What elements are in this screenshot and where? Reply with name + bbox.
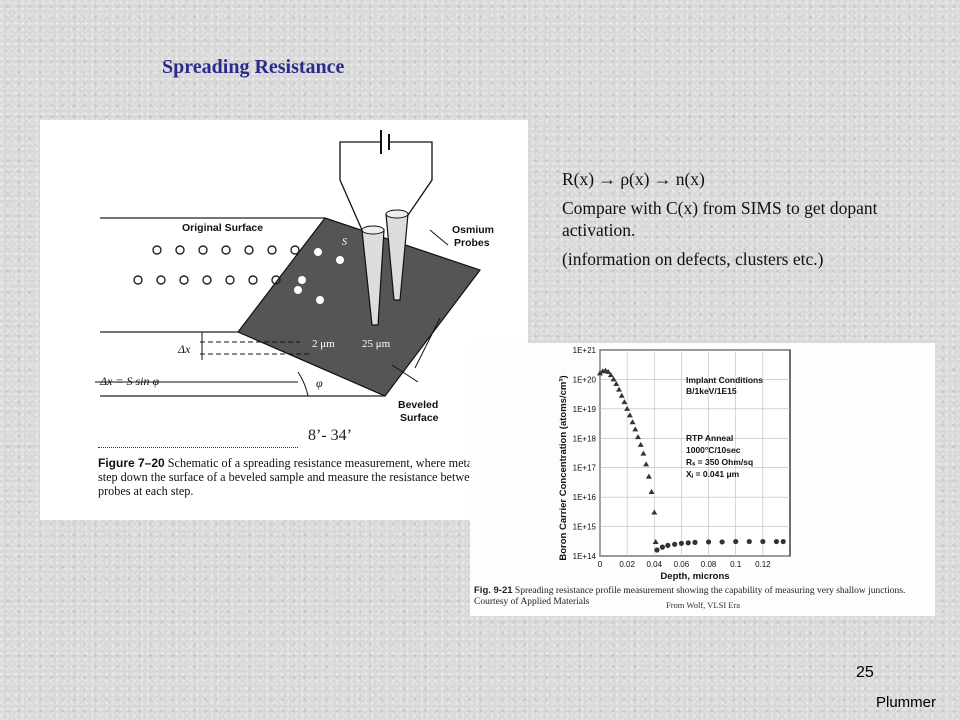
y-tick-labels: 1E+21 1E+20 1E+19 1E+18 1E+17 1E+16 1E+15 1E+14: [573, 346, 597, 561]
grid-lines: [599, 349, 790, 557]
data-point: [651, 509, 658, 515]
label-2um: 2 μm: [312, 338, 335, 350]
author-name: Plummer: [876, 694, 937, 711]
x-tick-label: 0.06: [674, 560, 690, 569]
data-point: [672, 541, 678, 547]
y-axis-label: Boron Carrier Concentration (atoms/cm³): [558, 375, 569, 560]
y-tick-label: 1E+19: [573, 405, 597, 414]
y-tick-label: 1E+18: [573, 434, 597, 443]
data-point: [659, 544, 666, 550]
x-tick-label: 0.12: [755, 560, 771, 569]
figure-label: Figure 7–20: [98, 456, 165, 470]
chart-caption: Fig. 9-21 Spreading resistance profile m…: [474, 585, 934, 608]
data-point: [643, 461, 650, 467]
label-delta-x-formula: Δx = S sin φ: [100, 374, 160, 388]
spreading-resistance-profile-figure: 1E+21 1E+20 1E+19 1E+18 1E+17 1E+16 1E+15 1E+14…: [470, 343, 935, 616]
x-tick-label: 0.08: [701, 560, 717, 569]
x-tick-label: 0.04: [646, 560, 662, 569]
data-point: [621, 399, 628, 405]
label-surface: Surface: [400, 412, 439, 424]
data-point: [618, 392, 625, 398]
chart-annotation: 1000°C/10sec: [686, 445, 741, 455]
data-point: [624, 405, 631, 411]
source-credit: From Wolf, VLSI Era: [666, 600, 741, 610]
data-point: [652, 538, 659, 544]
y-tick-label: 1E+16: [573, 493, 597, 502]
y-tick-label: 1E+20: [573, 375, 597, 384]
data-point: [705, 539, 712, 545]
bullet-defects: (information on defects, clusters etc.): [562, 249, 824, 269]
label-beveled: Beveled: [398, 399, 439, 411]
label-25um: 25 μm: [362, 338, 391, 350]
data-point: [635, 434, 641, 440]
x-tick-label: 0.1: [730, 560, 742, 569]
data-points: [597, 367, 786, 553]
x-tick-labels: 0 0.02 0.04 0.06 0.08 0.1 0.12: [598, 560, 771, 569]
bullet-compare-sims: Compare with C(x) from SIMS to get dopan…: [562, 198, 878, 240]
spreading-resistance-schematic: Original Surface Osmium Probes Beveled S…: [40, 120, 528, 520]
bullet-list: R(x) → ρ(x) → n(x) Compare with C(x) fro…: [562, 168, 902, 277]
data-point: [632, 426, 639, 432]
data-point: [773, 538, 780, 545]
figure-caption: Figure 7–20 Schematic of a spreading res…: [98, 456, 522, 498]
data-point: [746, 538, 752, 545]
data-point: [733, 538, 739, 545]
y-tick-label: 1E+21: [573, 346, 597, 355]
chart-figure-label: Fig. 9-21: [474, 585, 513, 596]
slide-title: Spreading Resistance: [162, 56, 345, 78]
data-point: [678, 540, 685, 546]
bevel-angle-range: 8’- 34’: [308, 427, 352, 444]
chart-annotation: Rₛ = 350 Ohm/sq: [686, 457, 753, 467]
caption-divider: [98, 447, 298, 448]
figure-caption-text: Schematic of a spreading resistance meas…: [98, 456, 512, 498]
data-point: [645, 473, 652, 479]
data-point: [626, 412, 633, 418]
page-number: 25: [856, 664, 874, 681]
data-point: [760, 538, 766, 545]
x-tick-label: 0.02: [619, 560, 635, 569]
chart-annotation: RTP Anneal: [686, 433, 733, 443]
schematic-drawing: [95, 130, 481, 397]
data-point: [692, 539, 698, 545]
data-point: [780, 538, 786, 545]
data-point: [616, 386, 622, 392]
boron-profile-chart: 1E+21 1E+20 1E+19 1E+18 1E+17 1E+16 1E+15 1E+14…: [558, 346, 791, 582]
data-point: [719, 539, 725, 545]
x-tick-label: 0: [598, 560, 603, 569]
data-point: [629, 419, 636, 425]
chart-annotation: Xⱼ = 0.041 μm: [686, 469, 740, 479]
data-point: [637, 441, 644, 447]
y-tick-label: 1E+14: [573, 552, 597, 561]
data-point: [685, 540, 691, 546]
label-delta-x: Δx: [178, 342, 191, 356]
y-tick-label: 1E+15: [573, 523, 597, 532]
chart-annotation: B/1keV/1E15: [686, 386, 737, 396]
data-point: [607, 372, 614, 378]
data-point: [613, 380, 620, 386]
bullet-resistance-chain: R(x) → ρ(x) → n(x): [562, 169, 705, 189]
label-probes: Probes: [454, 237, 490, 249]
label-s: S: [342, 237, 347, 248]
label-original-surface: Original Surface: [182, 222, 264, 234]
data-point: [648, 488, 655, 494]
label-phi: φ: [316, 376, 323, 390]
data-point: [605, 368, 612, 374]
data-point: [654, 547, 660, 553]
chart-caption-text: Spreading resistance profile measurement…: [474, 586, 906, 607]
y-tick-label: 1E+17: [573, 464, 597, 473]
chart-annotation: Implant Conditions: [686, 375, 763, 385]
data-point: [640, 450, 647, 456]
label-osmium: Osmium: [452, 224, 495, 236]
x-axis-label: Depth, microns: [660, 571, 729, 582]
data-point: [610, 376, 617, 382]
data-point: [665, 542, 671, 548]
